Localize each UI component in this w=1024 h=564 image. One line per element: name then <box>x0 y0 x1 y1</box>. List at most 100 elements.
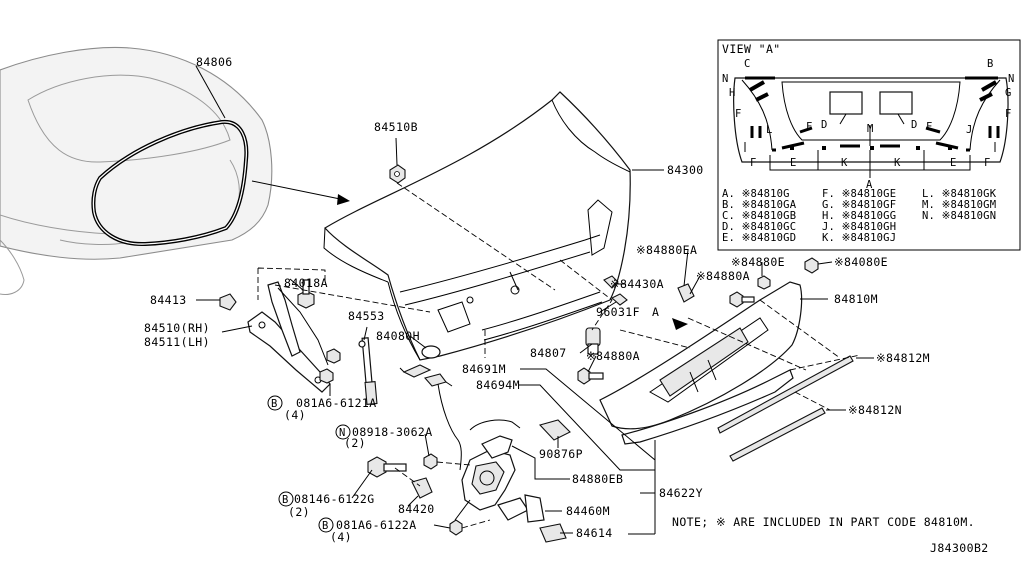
view-a-letter-m: M <box>867 123 874 135</box>
rod <box>469 419 521 431</box>
trunk-lid-84300 <box>323 91 631 361</box>
label-84511-lh: 84511(LH) <box>144 335 210 349</box>
view-a-letter-l2: K <box>894 157 901 169</box>
legend-c: C. ※84810GB <box>722 210 796 222</box>
label-84080H: 84080H <box>376 329 420 343</box>
view-a-letter-h: H <box>729 87 736 99</box>
bolt-08146-6122G <box>367 456 407 478</box>
view-a-letter-f1: F <box>735 108 742 120</box>
legend-g: G. ※84810GF <box>822 199 896 211</box>
direction-arrow <box>251 180 346 201</box>
label-84691M: 84691M <box>462 362 506 376</box>
label-84510B: 84510B <box>374 120 418 134</box>
label-84812M: ※84812M <box>876 351 930 365</box>
label-90876P: 90876P <box>539 447 583 461</box>
bolt-84018A <box>297 279 315 309</box>
drawing-code: J84300B2 <box>930 541 989 555</box>
label-84510-rh: 84510(RH) <box>144 321 210 335</box>
legend-f: F. ※84810GE <box>822 188 896 200</box>
grommet-84430A <box>603 275 619 289</box>
clip-90876P <box>538 419 571 441</box>
label-96031F: 96031F <box>596 305 640 319</box>
view-a-letter-g: G <box>1005 87 1012 99</box>
label-08918-3062A-qty: (2) <box>344 436 366 450</box>
view-a-arrow-icon <box>672 318 688 330</box>
view-a-letter-a: A <box>866 179 873 191</box>
view-a-letter-c: C <box>744 58 751 70</box>
view-a-letter-f3: F <box>806 121 813 133</box>
label-view-a-arrow: A <box>652 305 659 319</box>
hinge-84510-84511 <box>247 281 331 393</box>
nut-84080E <box>804 257 819 274</box>
label-081A6-6122A: 081A6-6122A <box>336 518 417 532</box>
label-84880A-1: ※84880A <box>586 349 640 363</box>
bolt-84880A-2 <box>729 291 755 308</box>
part-labels: 84806 84510B 84300 84018A 84413 84510(RH… <box>144 55 930 544</box>
actuator-84420 <box>411 477 433 499</box>
view-a-letter-j: J <box>966 124 973 136</box>
molding-84812N <box>729 407 826 462</box>
label-84460M: 84460M <box>566 504 610 518</box>
plug-84080H <box>421 345 441 359</box>
circle-n: N <box>339 427 346 439</box>
label-08918-3062A: 08918-3062A <box>352 425 433 439</box>
legend-k: K. ※84810GJ <box>822 232 896 244</box>
label-84880A-2: ※84880A <box>696 269 750 283</box>
bolts-081A6-6121A <box>319 348 341 384</box>
label-84880EB: 84880EB <box>572 472 623 486</box>
bracket-84614 <box>539 523 567 543</box>
handle-84691M <box>402 364 432 378</box>
view-a-letter-e1: E <box>790 157 797 169</box>
view-a-letter-d1: D <box>821 119 828 131</box>
label-081A6-6121A: 081A6-6121A <box>296 396 377 410</box>
lock-84622Y <box>454 449 529 521</box>
hinge-dash-box <box>257 267 326 300</box>
label-84810M: 84810M <box>834 292 878 306</box>
bolt-081A6-6122A <box>449 519 463 536</box>
label-84553: 84553 <box>348 309 385 323</box>
view-a-dash-lines <box>619 317 807 371</box>
legend-b: B. ※84810GA <box>722 199 797 211</box>
label-84807: 84807 <box>530 346 567 360</box>
label-84018A: 84018A <box>284 276 328 290</box>
label-84806: 84806 <box>196 55 233 69</box>
label-84694M: 84694M <box>476 378 520 392</box>
label-84430A: ※84430A <box>610 277 664 291</box>
leader-lines <box>195 65 874 535</box>
label-08146-6122G: 08146-6122G <box>294 492 375 506</box>
view-a-letter-n2: N <box>1008 73 1015 85</box>
stay-84553 <box>358 337 378 405</box>
view-a-legend: A. ※84810G B. ※84810GA C. ※84810GB D. ※8… <box>722 188 996 244</box>
view-a-letter-n: N <box>722 73 729 85</box>
label-081A6-6122A-qty: (4) <box>330 530 352 544</box>
label-84413: 84413 <box>150 293 187 307</box>
view-a-letters: C B N N H G F F L J F F D D M F F E E K … <box>722 58 1015 191</box>
lock-dash-lines <box>394 461 491 529</box>
striker-84460M <box>524 494 545 523</box>
lid-dash-lines <box>559 259 613 331</box>
label-08146-6122G-qty: (2) <box>288 505 310 519</box>
nut-08918-3062A <box>423 453 438 470</box>
circled-prefixes: B N B B <box>267 395 351 533</box>
clip-84880EA <box>677 283 695 303</box>
label-84080E: ※84080E <box>834 255 888 269</box>
bolt-84880A-1 <box>577 367 604 385</box>
circle-b-3: B <box>322 520 329 532</box>
view-a-letter-e2: E <box>950 157 957 169</box>
view-a-letter-f6: F <box>984 157 991 169</box>
view-a-letter-f4: F <box>926 121 933 133</box>
nut-84880E <box>757 275 771 290</box>
hinge-dash-line <box>274 284 431 313</box>
label-84614: 84614 <box>576 526 613 540</box>
circle-b-1: B <box>271 398 278 410</box>
view-a-letter-f2: F <box>1005 108 1012 120</box>
cylinder-84807 <box>585 327 601 355</box>
nut-84510B <box>389 164 406 184</box>
view-a-letter-f5: F <box>750 157 757 169</box>
label-84812N: ※84812N <box>848 403 902 417</box>
finisher-84810M <box>599 281 803 445</box>
actuator-84880EB <box>481 435 513 459</box>
legend-d: D. ※84810GC <box>722 221 796 233</box>
